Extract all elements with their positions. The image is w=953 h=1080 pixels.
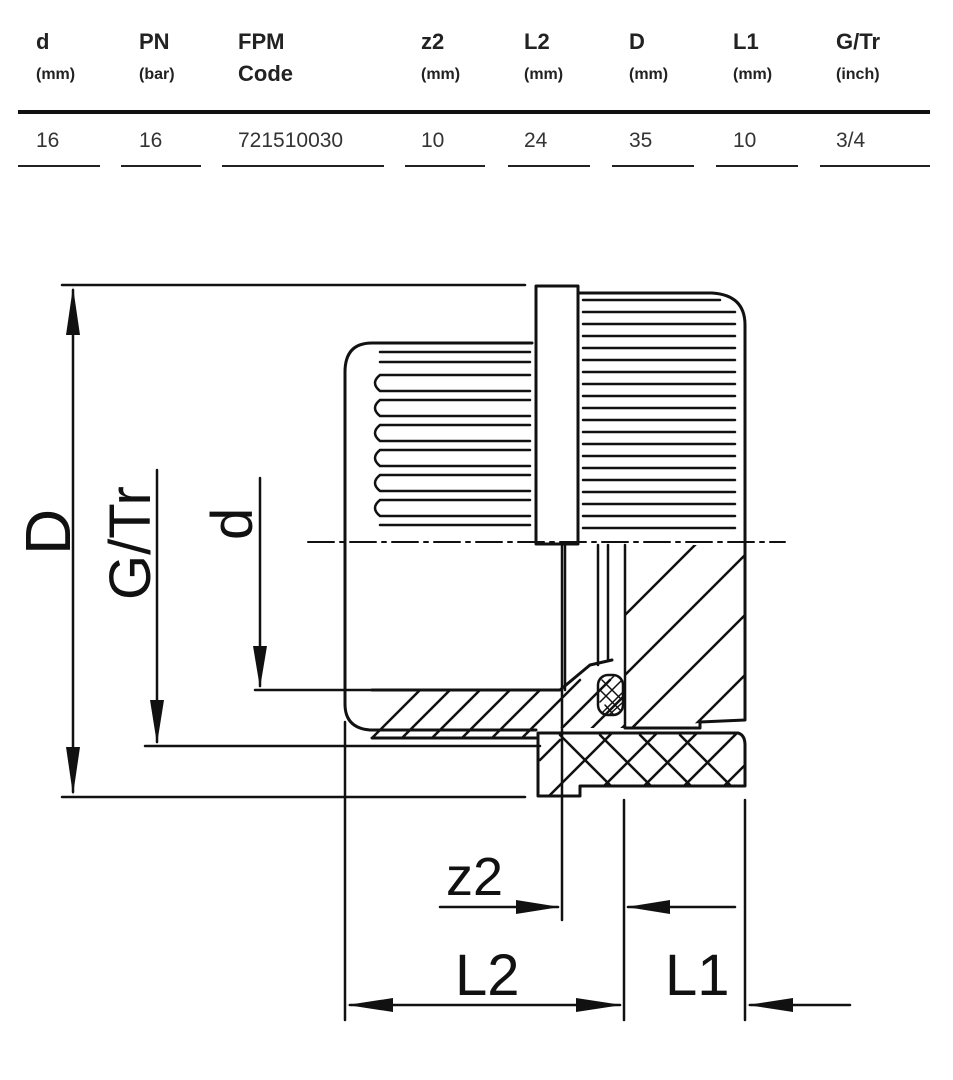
unit-g-tr: (inch) [836, 66, 880, 83]
o-ring-hatch [599, 674, 623, 715]
label-z2: z2 [446, 847, 503, 907]
header-pn: PN [139, 29, 170, 54]
unit-l1: (mm) [733, 66, 773, 83]
unit-d: (mm) [36, 66, 76, 83]
spec-table: d (mm) 16 PN (bar) 16 FPM Code 721510030… [0, 0, 953, 175]
cell-underline [820, 165, 930, 167]
right-knurl-ribs [581, 298, 737, 530]
arrow-L1-right [747, 998, 793, 1012]
cell-underline [121, 165, 201, 167]
header-l2: L2 [524, 29, 550, 54]
arrow-L2-left [347, 998, 393, 1012]
value-pn: 16 [139, 129, 163, 152]
value-l2: 24 [524, 129, 548, 152]
arrow-z2-left [516, 900, 560, 914]
central-flange [534, 284, 580, 546]
cell-underline [18, 165, 100, 167]
label-D: D [12, 509, 84, 555]
arrow-D-bottom [66, 747, 80, 795]
cell-underline [716, 165, 798, 167]
header-fpm: FPM [238, 29, 285, 54]
arrow-GTr [150, 700, 164, 744]
arrow-D-top [66, 287, 80, 335]
cell-underline [405, 165, 485, 167]
unit-z2: (mm) [421, 66, 461, 83]
o-ring [596, 673, 625, 717]
value-fpm-code: 721510030 [238, 129, 344, 152]
pipe-bore [370, 658, 614, 740]
unit-outer-d: (mm) [629, 66, 669, 83]
inner-verticals [563, 543, 627, 730]
right-section-outline [623, 543, 747, 730]
label-L2: L2 [455, 943, 520, 1008]
left-thread-ribs [373, 350, 532, 527]
arrow-heads [66, 287, 793, 1012]
technical-drawing: D G/Tr d z2 L2 L1 [0, 230, 953, 1080]
header-g-tr: G/Tr [836, 29, 881, 54]
value-l1: 10 [733, 129, 757, 152]
value-z2: 10 [421, 129, 445, 152]
arrow-L2-right [576, 998, 622, 1012]
header-l1: L1 [733, 29, 759, 54]
pipe-hatch [372, 678, 625, 738]
right-nut-outline [576, 291, 747, 547]
unit-l2: (mm) [524, 66, 564, 83]
unit-pn: (bar) [139, 66, 175, 83]
cell-underline [508, 165, 590, 167]
label-d: d [200, 508, 265, 540]
left-body-outline [343, 341, 534, 547]
value-outer-d: 35 [629, 129, 653, 152]
drawing-svg: D G/Tr d z2 L2 L1 [12, 283, 852, 1022]
nut-hatch [538, 733, 745, 796]
header-rule [18, 110, 930, 114]
cell-underline [222, 165, 384, 167]
header-d: d [36, 29, 50, 54]
left-body-section [343, 543, 538, 732]
header-z2: z2 [421, 29, 445, 54]
value-d: 16 [36, 129, 60, 152]
cell-underline [612, 165, 694, 167]
label-L1: L1 [665, 943, 730, 1008]
body-hatch [625, 545, 745, 728]
lower-nut-section [536, 731, 747, 798]
value-g-tr: 3/4 [836, 129, 866, 152]
arrow-d [253, 646, 267, 688]
label-GTr: G/Tr [98, 486, 163, 600]
arrow-z2-right [626, 900, 670, 914]
header-code: Code [238, 61, 293, 86]
header-outer-d: D [629, 29, 645, 54]
